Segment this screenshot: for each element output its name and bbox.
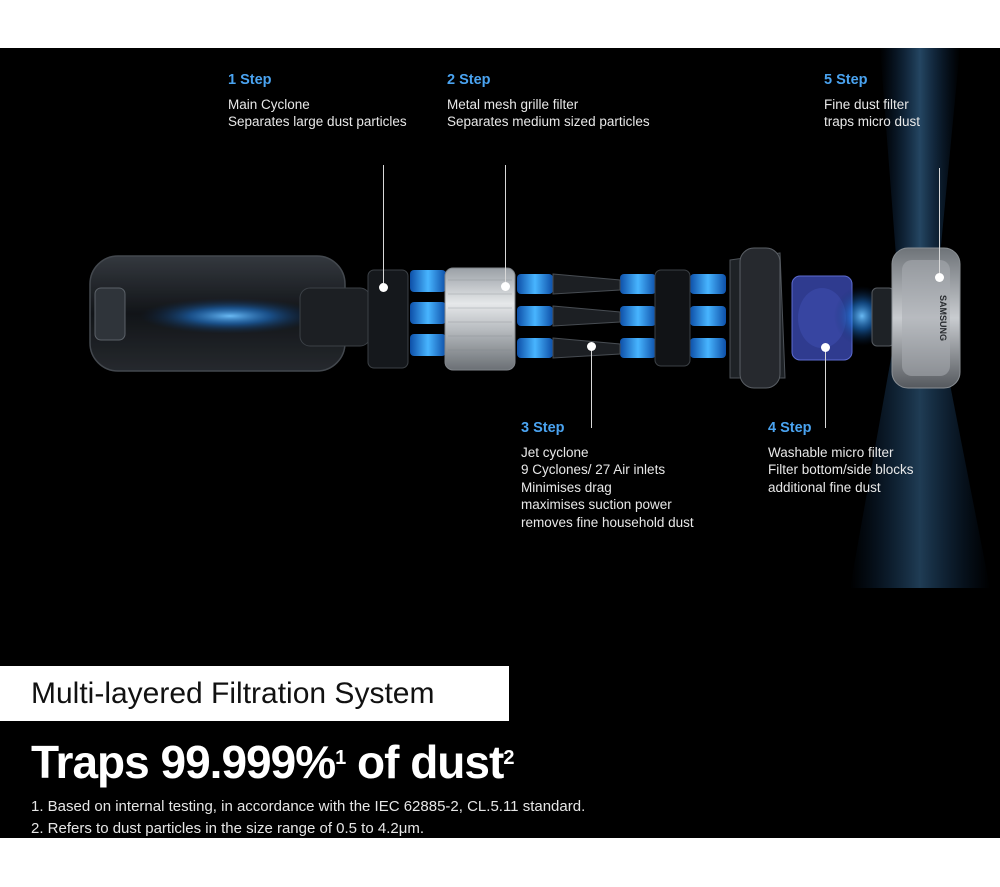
step-4-label: 4 Step Washable micro filter Filter bott… [768,420,914,496]
headline-text-2: of dust [345,736,504,788]
headline-text: Traps 99.999% [31,736,336,788]
step-2-line-2: Separates medium sized particles [447,114,650,129]
headline-sup-1: 1 [335,747,346,769]
step-4-leader [825,351,826,428]
step-2-leader [505,165,506,283]
step-3-label: 3 Step Jet cyclone 9 Cyclones/ 27 Air in… [521,420,694,531]
step-3-line-1: Jet cyclone [521,444,589,460]
step-3-line-5: removes fine household dust [521,514,694,530]
step-3-marker [587,342,596,351]
step-5-line-1: Fine dust filter [824,96,909,112]
step-4-line-2: Filter bottom/side blocks [768,462,914,477]
step-2-title: 2 Step [447,72,491,88]
step-5-line-2: traps micro dust [824,114,921,129]
step-5-label: 5 Step Fine dust filter traps micro dust [824,72,920,131]
step-1-line-1: Main Cyclone [228,96,310,112]
step-3-line-3: Minimises drag [521,479,612,495]
brand-mark: SAMSUNG [938,295,948,341]
step-2-line-1: Metal mesh grille filter [447,96,579,112]
footnote-1: 1. Based on internal testing, in accorda… [31,798,586,815]
step-5-marker [935,273,944,282]
step-1-label: 1 Step Main Cyclone Separates large dust… [228,72,407,131]
step-1-title: 1 Step [228,72,272,88]
step-4-title: 4 Step [768,420,812,436]
step-1-line-2: Separates large dust particles [228,114,407,129]
step-1-marker [379,283,388,292]
step-3-leader [591,348,592,428]
step-5-title: 5 Step [824,72,868,88]
step-5-leader [939,168,940,273]
step-2-marker [501,282,510,291]
step-2-label: 2 Step Metal mesh grille filter Separate… [447,72,650,131]
step-4-line-1: Washable micro filter [768,444,894,460]
feature-panel: SAMSUNG 1 Step Main Cyclone Separates la… [0,48,1000,838]
section-title: Multi-layered Filtration System [0,666,509,721]
step-3-line-4: maximises suction power [521,497,672,512]
step-3-title: 3 Step [521,420,565,436]
step-1-leader [383,165,384,283]
step-3-line-2: 9 Cyclones/ 27 Air inlets [521,462,666,477]
headline-sup-2: 2 [503,747,514,769]
step-4-marker [821,343,830,352]
filtration-illustration: SAMSUNG [89,48,990,588]
headline: Traps 99.999%1 of dust2 [31,734,514,790]
footnote-2: 2. Refers to dust particles in the size … [31,820,425,837]
step-4-line-3: additional fine dust [768,479,881,495]
